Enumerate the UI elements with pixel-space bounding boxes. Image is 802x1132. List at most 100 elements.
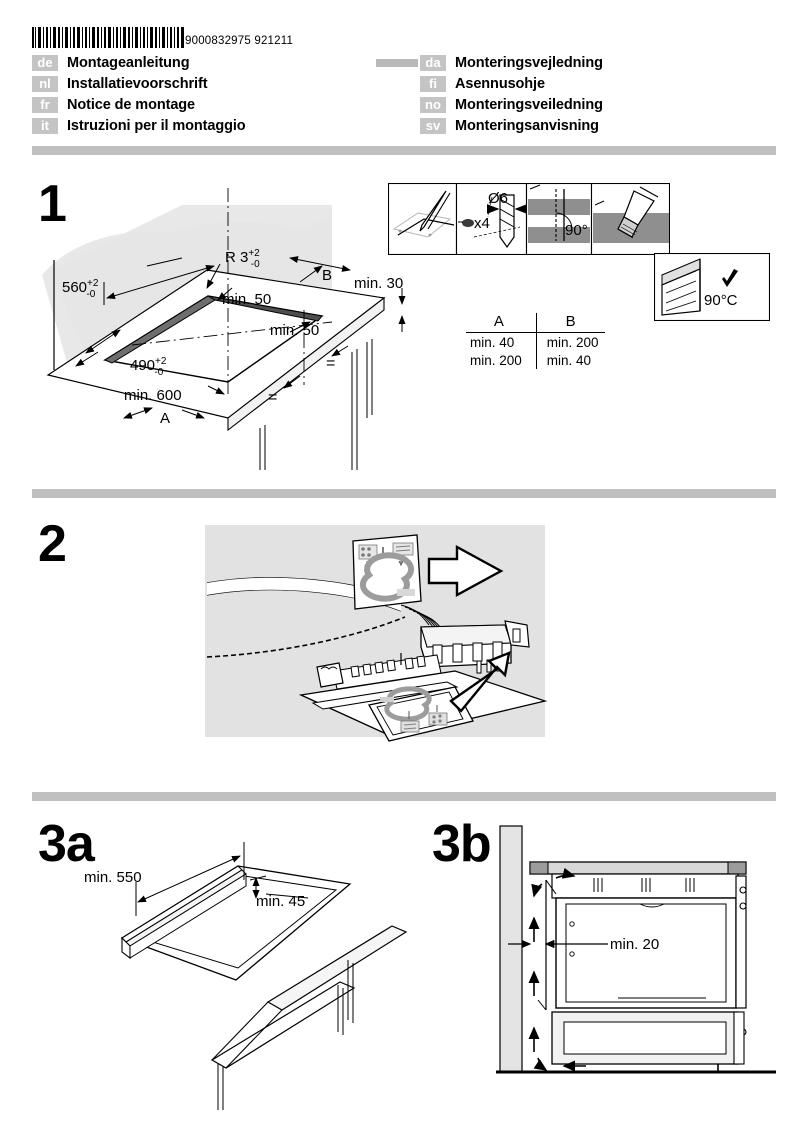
drawer-front (563, 1021, 727, 1055)
cabinet-verticals (217, 960, 354, 1110)
wall (499, 825, 523, 1073)
language-code-badge: nl (32, 75, 58, 92)
table-ab: A B min. 40 min. 200 min. 200 min. 40 (466, 313, 605, 369)
language-code-badge: da (420, 54, 446, 71)
label-drill-count: x4 (474, 215, 490, 232)
barcode-image (32, 27, 184, 48)
connector-block (420, 620, 530, 674)
label-min-550: min. 550 (84, 869, 142, 886)
section-separator (32, 146, 776, 155)
figure-detail-heat: 90°C (654, 253, 770, 321)
language-title: Monteringsanvisning (455, 117, 599, 134)
detail-panel-drill (455, 183, 528, 255)
section-separator (32, 792, 776, 801)
step-number-3b: 3b (432, 815, 492, 873)
dimension-lines (75, 256, 406, 419)
label-min-45: min. 45 (256, 893, 305, 910)
drill-icon (458, 194, 528, 249)
label-equal-2: = (326, 355, 335, 372)
language-title: Monteringsveiledning (455, 96, 603, 113)
language-item-fr: fr Notice de montage (32, 94, 246, 115)
oven-front-panel (735, 875, 747, 1009)
right-angle-icon (528, 184, 590, 243)
figure-worktop-cutout: 560+2-0 R 3+2-0 B min. 50 min. 50 490+2-… (32, 170, 412, 470)
oven-handle (739, 886, 747, 894)
label-min-30: min. 30 (354, 275, 403, 292)
figure-detail-strip: Ø6 x4 90° (388, 183, 670, 255)
dimension-lines-3a (135, 842, 309, 916)
label-corner-radius: R 3+2-0 (225, 248, 260, 270)
table-cell-a: min. 40 (466, 332, 537, 351)
dimension-table-ab: A B min. 40 min. 200 min. 200 min. 40 (466, 313, 616, 375)
label-drill-diameter: Ø6 (488, 190, 508, 207)
language-code-badge: de (32, 54, 58, 71)
label-heat-90c: 90°C (704, 292, 738, 309)
table-cell-b: min. 200 (546, 335, 599, 350)
figure-clearance-3a: min. 550 min. 45 (60, 820, 410, 1110)
barcode-number: 9000832975 921211 (185, 35, 294, 47)
scribe-icon (392, 190, 455, 238)
language-code-badge: sv (420, 117, 446, 134)
label-min-20: min. 20 (610, 936, 659, 953)
table-cell-b: min. 40 (546, 353, 592, 368)
language-title: Asennusohje (455, 75, 545, 92)
label-min-50-right: min. 50 (270, 322, 319, 339)
sticker-upright (352, 534, 422, 610)
arrow-left-icon (427, 544, 504, 598)
language-item-no: no Monteringsveiledning (420, 94, 603, 115)
hob-body (551, 873, 739, 899)
worktop-edge-icon (661, 258, 701, 316)
language-item-fi: fi Asennusohje (420, 73, 603, 94)
section-separator (32, 489, 776, 498)
language-code-badge: no (420, 96, 446, 113)
airflow-arrows (528, 867, 586, 1072)
arrow-down-left-icon (449, 651, 511, 713)
language-item-sv: sv Monteringsanvisning (420, 115, 603, 136)
table-cell-a: min. 200 (466, 351, 537, 369)
language-code-badge: it (32, 117, 58, 134)
document-header: 9000832975 921211 de Montageanleitung nl… (32, 26, 776, 134)
language-title: Montageanleitung (67, 54, 190, 71)
table-row: min. 200 min. 40 (466, 351, 605, 369)
step-number-1: 1 (38, 175, 67, 233)
language-item-nl: nl Installatievoorschrift (32, 73, 246, 94)
header-stub-bar (376, 59, 418, 67)
table-header-a: A (466, 313, 537, 333)
worktop-top (529, 861, 747, 875)
sticker-flat (368, 686, 474, 742)
label-angle-90: 90° (565, 222, 588, 239)
cabinet-panels (259, 339, 373, 470)
sealant-icon (593, 186, 669, 243)
language-column-left: de Montageanleitung nl Installatievoorsc… (32, 52, 246, 136)
language-column-right: da Monteringsvejledning fi Asennusohje n… (420, 52, 603, 136)
table-row: min. 40 min. 200 (466, 332, 605, 351)
worktop-front-edge (227, 296, 385, 432)
barcode-row: 9000832975 921211 (32, 26, 776, 48)
language-title: Monteringsvejledning (455, 54, 603, 71)
label-min-600: min. 600 (124, 387, 182, 404)
label-dim-a: A (160, 410, 170, 427)
language-title: Installatievoorschrift (67, 75, 208, 92)
table-header-row: A B (466, 313, 605, 333)
step-number-2: 2 (38, 515, 67, 573)
label-cutout-depth: 490+2-0 (130, 356, 167, 378)
language-item-de: de Montageanleitung (32, 52, 246, 73)
language-code-badge: fi (420, 75, 446, 92)
table-header-b: B (536, 313, 605, 333)
hob-vents (593, 878, 695, 892)
label-cutout-width: 560+2-0 (62, 278, 99, 300)
secondary-cable (206, 616, 406, 658)
figure-clearance-3b: min. 20 (490, 820, 790, 1100)
language-item-it: it Istruzioni per il montaggio (32, 115, 246, 136)
check-icon (722, 269, 738, 287)
language-title: Istruzioni per il montaggio (67, 117, 246, 134)
detail-panel-mark (388, 183, 458, 255)
worktop-slab (266, 925, 408, 1011)
step-number-3a: 3a (38, 815, 95, 873)
language-item-da: da Monteringsvejledning (420, 52, 603, 73)
language-list: de Montageanleitung nl Installatievoorsc… (32, 52, 776, 136)
label-equal-1: = (268, 389, 277, 406)
language-code-badge: fr (32, 96, 58, 113)
figure-cable-connection (205, 525, 605, 775)
